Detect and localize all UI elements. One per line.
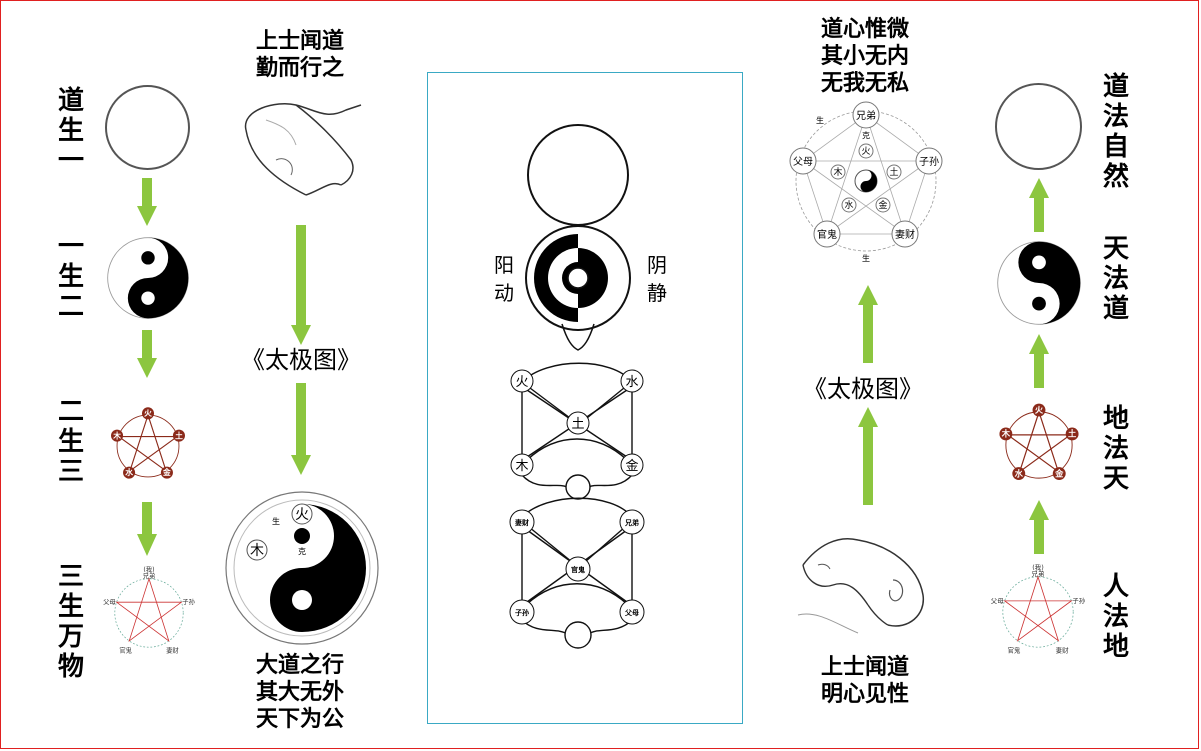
- center-earth: 土: [571, 417, 584, 432]
- taiji-wood-label: 木: [250, 543, 264, 559]
- liuqin-pentagram: (我) 兄弟 子孙 妻财 官鬼 父母: [103, 565, 195, 655]
- liuqin-brothers: 兄弟: [143, 571, 156, 580]
- center-wood: 木: [515, 459, 528, 474]
- rm-earth: 土: [889, 166, 898, 178]
- right-wuxing-pentagram: 火 土 金 水 木: [999, 403, 1079, 480]
- step-label-3: 二生三: [57, 397, 84, 487]
- liuqin-parents: 父母: [103, 598, 116, 606]
- arrow-down-4: [291, 383, 311, 475]
- taiji-wheel: 木 火 生 克: [225, 491, 379, 645]
- svg-text:金: 金: [1054, 468, 1064, 478]
- arrow-up-2: [858, 407, 878, 505]
- center-fire: 火: [515, 375, 528, 390]
- arrow-down-long: [291, 225, 311, 345]
- left-top-text: 上士闻道 勤而行之: [255, 29, 344, 81]
- wuxing-earth: 土: [175, 430, 183, 440]
- taiji-ke-label: 克: [298, 547, 306, 556]
- liuqin-wealth: 妻财: [166, 646, 179, 655]
- svg-text:官鬼: 官鬼: [1007, 646, 1020, 655]
- arrow-down-3: [137, 502, 157, 556]
- rm-children: 子孙: [919, 155, 939, 168]
- left-book-title: 《太极图》: [241, 346, 361, 374]
- rm-officer: 官鬼: [817, 228, 837, 241]
- liuqin-children: 子孙: [182, 598, 195, 606]
- rm-sheng-label-2: 生: [862, 253, 870, 263]
- liuqin-officer: 官鬼: [119, 646, 132, 655]
- center-parents: 父母: [624, 608, 639, 617]
- arrow-down-1: [137, 178, 157, 226]
- liuqin-self: (我): [143, 565, 154, 574]
- yin-label-top: 阴: [647, 253, 667, 277]
- rm-parents: 父母: [793, 156, 813, 168]
- wuxing-metal: 金: [162, 467, 171, 477]
- rm-wood: 木: [833, 166, 842, 178]
- rm-wealth: 妻财: [895, 228, 915, 241]
- rm-metal: 金: [878, 199, 887, 211]
- wuxing-fire: 火: [144, 409, 152, 418]
- right-step-label-4: 人法地: [1102, 572, 1129, 662]
- dao-circle: [995, 83, 1082, 170]
- arrow-up-4: [1029, 334, 1049, 388]
- center-water: 水: [625, 375, 638, 390]
- rm-ke-label: 克: [862, 131, 870, 140]
- wuxing-wood: 木: [112, 430, 121, 440]
- taiji-fire-label: 火: [295, 507, 309, 523]
- arrow-down-2: [137, 330, 157, 378]
- svg-text:木: 木: [1001, 429, 1011, 439]
- svg-text:兄弟: 兄弟: [1032, 569, 1045, 578]
- right-bottom-text: 上士闻道 明心见性: [820, 655, 909, 707]
- step-label-1: 道生一: [57, 86, 84, 176]
- arrow-up-5: [1029, 500, 1049, 554]
- arrow-up-3: [1029, 178, 1049, 232]
- svg-text:火: 火: [1035, 405, 1044, 415]
- taiji-tu-diagram: 阳 动 阴 静 火 水 土 木 金 妻财 兄弟 官鬼: [494, 124, 667, 649]
- yang-label-top: 阳: [494, 253, 514, 277]
- wuji-circle: [105, 85, 190, 170]
- right-liuqin-pentagram: (我) 兄弟 子孙 妻财 官鬼 父母: [991, 562, 1086, 655]
- right-top-text: 道心惟微 其小无内 无我无私: [820, 17, 909, 96]
- rm-fire: 火: [861, 146, 870, 157]
- rm-sheng-label-1: 生: [816, 115, 824, 125]
- center-wife-wealth: 妻财: [515, 518, 529, 527]
- step-label-4: 三生万物: [57, 562, 84, 682]
- svg-text:土: 土: [1068, 429, 1077, 439]
- right-step-label-3: 地法天: [1102, 404, 1129, 494]
- right-step-label-2: 天法道: [1102, 234, 1129, 324]
- svg-text:水: 水: [1014, 468, 1024, 478]
- liuqin-wuxing-diagram: 兄弟 子孙 妻财 官鬼 父母 火 土 金 水 木 克 生 生: [789, 101, 943, 263]
- rm-brothers: 兄弟: [856, 110, 876, 122]
- right-step-label-1: 道法自然: [1102, 72, 1129, 192]
- yin-label-bottom: 静: [647, 281, 667, 305]
- wuxing-pentagram: 火 土 金 水 木: [111, 407, 185, 479]
- center-brothers: 兄弟: [624, 518, 639, 527]
- center-metal: 金: [625, 458, 638, 474]
- svg-text:(我): (我): [1032, 562, 1044, 571]
- taiji-diagram-panel: [427, 72, 743, 724]
- arrow-up-1: [858, 285, 878, 363]
- meditating-head-icon: [244, 103, 362, 196]
- svg-text:子孙: 子孙: [1072, 596, 1085, 605]
- yinyang-icon: [107, 237, 189, 319]
- left-bottom-text: 大道之行 其大无外 天下为公: [255, 653, 344, 732]
- center-children: 子孙: [515, 608, 529, 617]
- center-officer-ghost: 官鬼: [571, 565, 585, 574]
- meditating-face-icon: [797, 538, 924, 634]
- taiji-sheng-label: 生: [272, 516, 280, 526]
- svg-text:妻财: 妻财: [1056, 646, 1069, 655]
- right-book-title: 《太极图》: [803, 375, 923, 403]
- step-label-2: 一生二: [57, 232, 84, 322]
- svg-text:父母: 父母: [991, 597, 1004, 605]
- right-yinyang-icon: [997, 241, 1081, 325]
- rm-water: 水: [844, 199, 853, 211]
- wuxing-water: 水: [125, 467, 133, 477]
- yang-label-bottom: 动: [494, 281, 514, 305]
